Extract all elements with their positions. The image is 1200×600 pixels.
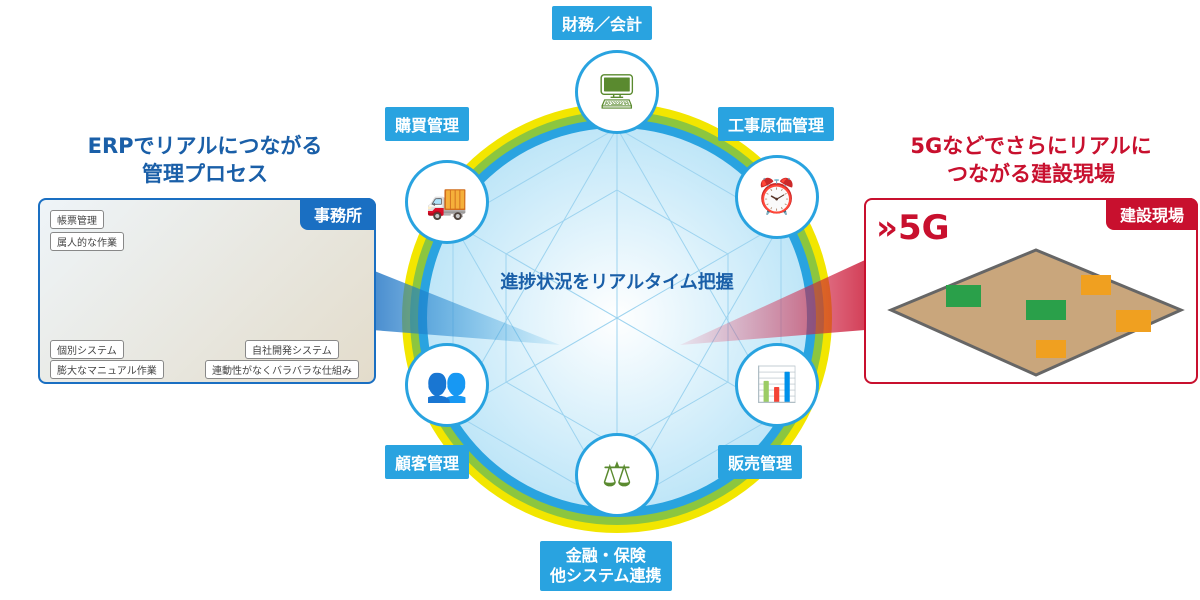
node-finance: 財務／会計 [552, 6, 653, 40]
5g-logo: »5G [876, 208, 950, 248]
right-heading-line2: つながる建設現場 [947, 162, 1115, 186]
right-heading-line1: 5Gなどでさらにリアルに [910, 134, 1152, 158]
office-panel: 事務所 帳票管理 属人的な作業 個別システム 膨大なマニュアル作業 自社開発シス… [38, 198, 376, 384]
site-connector [680, 260, 865, 345]
office-badge: 事務所 [299, 198, 376, 230]
site-badge: 建設現場 [1105, 198, 1198, 230]
customer-icon: 👥 [405, 343, 489, 427]
left-heading-line1: ERPでリアルにつながる [87, 134, 323, 158]
node-construction-cost: 工事原価管理 [718, 107, 835, 141]
node-customer: 顧客管理 [385, 445, 470, 479]
banking-line2: 他システム連携 [550, 566, 662, 585]
node-purchasing: 購買管理 [385, 107, 470, 141]
center-text: 進捗状況をリアルタイム把握 [500, 272, 734, 293]
banking-line1: 金融・保険 [565, 546, 646, 565]
left-heading: ERPでリアルにつながる 管理プロセス [40, 132, 370, 188]
office-label: 個別システム [50, 340, 124, 359]
office-label: 帳票管理 [50, 210, 104, 229]
finance-icon: 🖥 [575, 50, 659, 134]
left-heading-line2: 管理プロセス [142, 162, 268, 186]
clock-worker-icon: ⏰ [735, 155, 819, 239]
office-connector [372, 270, 560, 345]
truck-icon: 🚚 [405, 160, 489, 244]
node-sales: 販売管理 [718, 445, 803, 479]
office-label: 属人的な作業 [50, 232, 124, 251]
node-banking: 金融・保険 他システム連携 [540, 541, 672, 591]
office-label: 膨大なマニュアル作業 [50, 360, 164, 379]
currency-scale-icon: ⚖ [575, 433, 659, 517]
sales-chart-icon: 📊 [735, 343, 819, 427]
construction-panel: 建設現場 »5G [864, 198, 1198, 384]
construction-site-illustration [887, 248, 1185, 377]
right-heading: 5Gなどでさらにリアルに つながる建設現場 [862, 132, 1200, 188]
office-label: 自社開発システム [245, 340, 339, 359]
office-label: 連動性がなくバラバラな仕組み [205, 360, 359, 379]
